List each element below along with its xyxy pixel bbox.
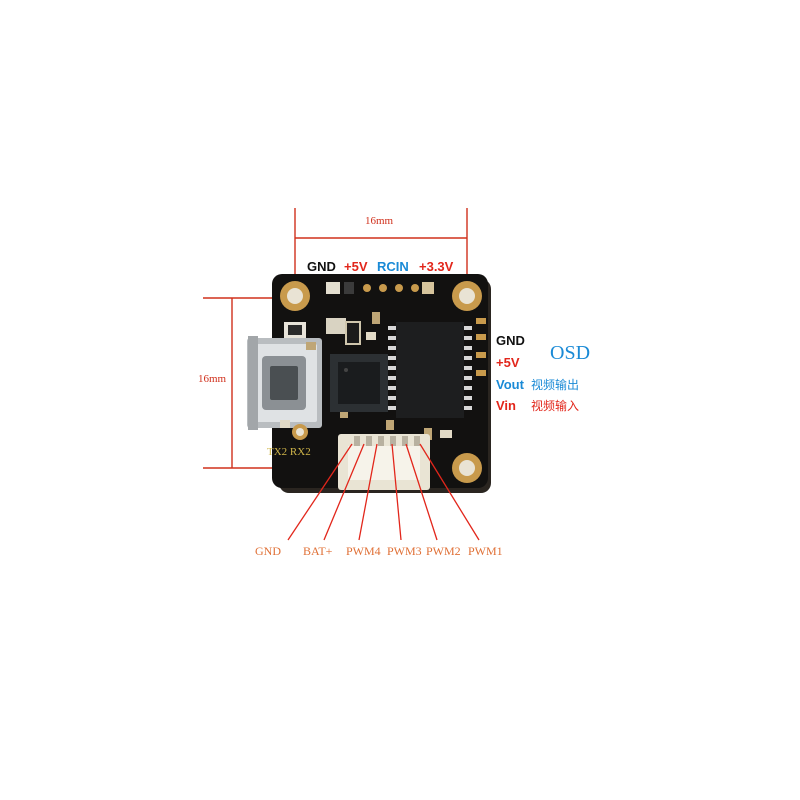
pin-label-pwm2: PWM2: [426, 544, 461, 558]
osd-chip-icon: [388, 322, 472, 418]
mounting-hole-icon: [280, 281, 482, 483]
right-label-vin-cn: 视频输入: [531, 399, 580, 413]
dimension-lines: [203, 208, 468, 469]
right-label-gnd: GND: [496, 333, 525, 348]
pin-label-gnd: GND: [255, 544, 281, 558]
usb-port-icon: [247, 336, 322, 430]
right-label-vin: Vin: [496, 398, 516, 413]
right-label-vout-cn: 视频输出: [531, 378, 580, 392]
pin-label-pwm1: PWM1: [468, 544, 503, 558]
dimension-top-label: 16mm: [365, 215, 394, 227]
mcu-chip-icon: [330, 354, 388, 412]
pin-pointer-lines: [287, 443, 480, 541]
top-label-rcin: RCIN: [377, 259, 409, 274]
right-label-vout: Vout: [496, 377, 524, 392]
top-label-3v3: +3.3V: [419, 259, 454, 274]
tx-rx-silkscreen: TX2 RX2: [267, 446, 311, 458]
dimension-left-label: 16mm: [198, 373, 227, 385]
top-label-gnd: GND: [307, 259, 336, 274]
pin-label-pwm4: PWM4: [346, 544, 381, 558]
bottom-connector: [338, 434, 430, 490]
pin-label-bat: BAT+: [303, 544, 333, 558]
right-label-5v: +5V: [496, 355, 520, 370]
top-label-5v: +5V: [344, 259, 368, 274]
osd-label: OSD: [550, 342, 591, 364]
pin-label-pwm3: PWM3: [387, 544, 422, 558]
